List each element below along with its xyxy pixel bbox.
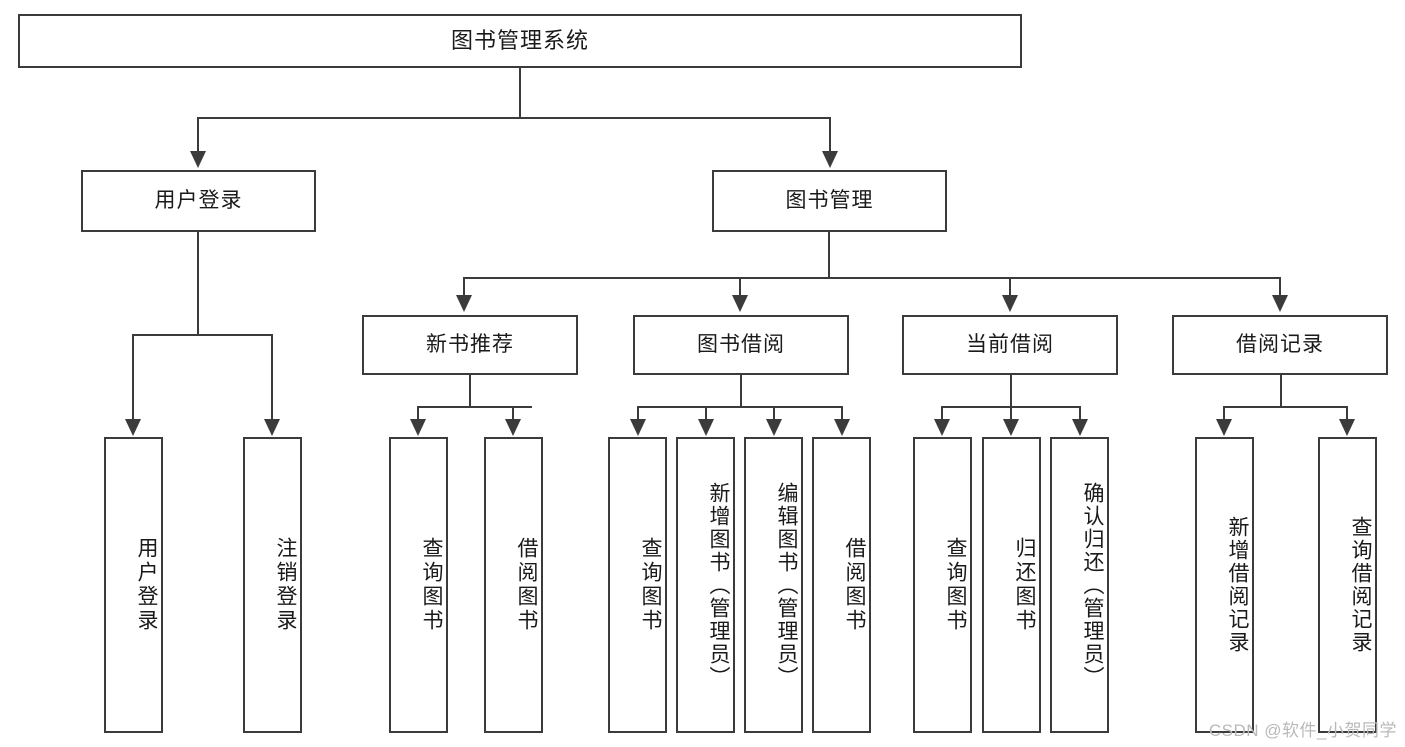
node-book-borrow[interactable]: 图书借阅 [633, 315, 849, 375]
connector-borrow-record-bus [1223, 406, 1347, 408]
node-current-borrow[interactable]: 当前借阅 [902, 315, 1118, 375]
node-label: 查询图书 [639, 537, 662, 633]
leaf-current-borrow-query[interactable]: 查询图书 [913, 437, 972, 733]
node-label: 新增图书（管理员） [707, 481, 730, 689]
leaf-book-borrow-add[interactable]: 新增图书（管理员） [676, 437, 735, 733]
leaf-borrow-record-query[interactable]: 查询借阅记录 [1318, 437, 1377, 733]
arrow-user-login-to-leaf-1 [264, 419, 280, 436]
arrow-book-mgmt-to-book-borrow [732, 295, 748, 312]
connector-book-borrow-to-leaf-2 [773, 406, 775, 420]
connector-user-login-to-leaf-1 [271, 334, 273, 420]
arrow-book-mgmt-to-borrow-record [1272, 295, 1288, 312]
leaf-borrow-record-add[interactable]: 新增借阅记录 [1195, 437, 1254, 733]
connector-borrow-record-to-leaf-1 [1346, 406, 1348, 420]
node-label: 注销登录 [274, 537, 297, 633]
node-label: 用户登录 [135, 537, 158, 633]
leaf-book-borrow-edit[interactable]: 编辑图书（管理员） [744, 437, 803, 733]
connector-book-mgmt-stem [828, 232, 830, 278]
connector-root-to-book-mgmt [829, 117, 831, 153]
connector-book-borrow-to-leaf-3 [841, 406, 843, 420]
node-user-login[interactable]: 用户登录 [81, 170, 316, 232]
node-root-system[interactable]: 图书管理系统 [18, 14, 1022, 68]
node-label: 图书管理 [785, 189, 874, 213]
arrow-book-borrow-to-leaf-3 [834, 419, 850, 436]
connector-current-borrow-stem [1010, 375, 1012, 407]
node-book-management[interactable]: 图书管理 [712, 170, 947, 232]
connector-root-bus [197, 117, 831, 119]
connector-current-borrow-to-leaf-0 [941, 406, 943, 420]
node-label: 借阅图书 [515, 537, 538, 633]
node-label: 用户登录 [154, 189, 243, 213]
arrow-root-to-user-login [190, 151, 206, 168]
arrow-new-book-to-leaf-1 [505, 419, 521, 436]
connector-book-mgmt-to-current-borrow [1009, 277, 1011, 297]
connector-user-login-bus [132, 334, 272, 336]
connector-user-login-to-leaf-0 [132, 334, 134, 420]
leaf-book-borrow-borrow[interactable]: 借阅图书 [812, 437, 871, 733]
node-label: 查询图书 [420, 537, 443, 633]
connector-new-book-stem [469, 375, 471, 407]
watermark: CSDN @软件_小贺同学 [1208, 721, 1397, 740]
arrow-root-to-book-mgmt [822, 151, 838, 168]
connector-book-mgmt-bus [463, 277, 1280, 279]
leaf-user-login-logout[interactable]: 注销登录 [243, 437, 302, 733]
node-label: 图书管理系统 [450, 27, 589, 53]
leaf-book-borrow-query[interactable]: 查询图书 [608, 437, 667, 733]
leaf-current-borrow-return[interactable]: 归还图书 [982, 437, 1041, 733]
node-label: 图书借阅 [697, 333, 785, 357]
arrow-current-borrow-to-leaf-0 [934, 419, 950, 436]
leaf-user-login-login[interactable]: 用户登录 [104, 437, 163, 733]
node-label: 新增借阅记录 [1226, 516, 1249, 654]
connector-new-book-to-leaf-0 [417, 406, 419, 420]
node-new-book-recommend[interactable]: 新书推荐 [362, 315, 578, 375]
connector-book-borrow-to-leaf-0 [637, 406, 639, 420]
connector-book-mgmt-to-borrow-record [1279, 277, 1281, 297]
node-label: 借阅记录 [1236, 333, 1324, 357]
node-label: 查询借阅记录 [1349, 516, 1372, 654]
arrow-new-book-to-leaf-0 [410, 419, 426, 436]
connector-book-mgmt-to-new-book [463, 277, 465, 297]
node-label: 查询图书 [944, 537, 967, 633]
connector-current-borrow-to-leaf-1 [1010, 406, 1012, 420]
connector-current-borrow-to-leaf-2 [1079, 406, 1081, 420]
connector-new-book-to-leaf-1 [512, 406, 514, 420]
connector-book-borrow-to-leaf-1 [705, 406, 707, 420]
node-label: 新书推荐 [426, 333, 514, 357]
arrow-borrow-record-to-leaf-1 [1339, 419, 1355, 436]
connector-root-to-user-login [197, 117, 199, 153]
leaf-new-book-borrow[interactable]: 借阅图书 [484, 437, 543, 733]
arrow-user-login-to-leaf-0 [125, 419, 141, 436]
node-label: 确认归还（管理员） [1081, 481, 1104, 689]
node-label: 归还图书 [1013, 537, 1036, 633]
connector-book-borrow-stem [740, 375, 742, 407]
connector-borrow-record-stem [1280, 375, 1282, 407]
arrow-book-mgmt-to-current-borrow [1002, 295, 1018, 312]
connector-book-mgmt-to-book-borrow [739, 277, 741, 297]
connector-book-borrow-bus [637, 406, 842, 408]
arrow-book-borrow-to-leaf-1 [698, 419, 714, 436]
arrow-book-mgmt-to-new-book [456, 295, 472, 312]
connector-user-login-stem [197, 232, 199, 335]
connector-new-book-bus [417, 406, 532, 408]
arrow-borrow-record-to-leaf-0 [1216, 419, 1232, 436]
arrow-current-borrow-to-leaf-2 [1072, 419, 1088, 436]
node-label: 借阅图书 [843, 537, 866, 633]
node-label: 编辑图书（管理员） [775, 481, 798, 689]
connector-root-stem [519, 68, 521, 118]
node-borrow-record[interactable]: 借阅记录 [1172, 315, 1388, 375]
node-label: 当前借阅 [966, 333, 1054, 357]
leaf-current-borrow-confirm-return[interactable]: 确认归还（管理员） [1050, 437, 1109, 733]
arrow-current-borrow-to-leaf-1 [1003, 419, 1019, 436]
leaf-new-book-query[interactable]: 查询图书 [389, 437, 448, 733]
connector-borrow-record-to-leaf-0 [1223, 406, 1225, 420]
arrow-book-borrow-to-leaf-0 [630, 419, 646, 436]
arrow-book-borrow-to-leaf-2 [766, 419, 782, 436]
